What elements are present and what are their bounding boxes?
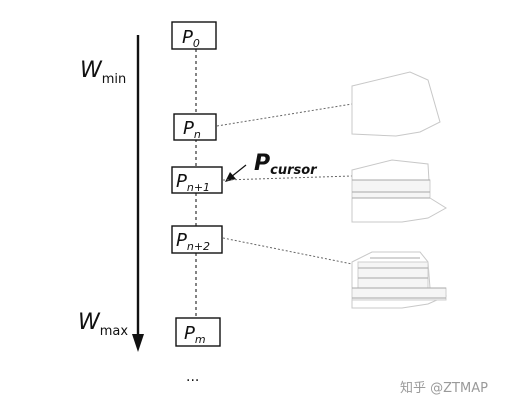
axis-label-top-sub: min bbox=[102, 72, 127, 87]
cursor-arrowhead bbox=[225, 172, 236, 182]
weight-axis bbox=[132, 35, 144, 352]
node-pn1-sub: n+1 bbox=[187, 181, 210, 194]
node-pn: Pn bbox=[173, 113, 217, 141]
node-pn-box bbox=[173, 113, 217, 141]
axis-label-bottom-base: W bbox=[78, 310, 101, 335]
node-pn2-label: Pn+2 bbox=[176, 230, 210, 253]
node-pn1: Pn+1 bbox=[171, 166, 223, 194]
node-pm-base: P bbox=[184, 323, 195, 344]
node-pn2: Pn+2 bbox=[171, 225, 223, 254]
node-pn1-label: Pn+1 bbox=[176, 171, 210, 194]
node-pn2-base: P bbox=[176, 230, 187, 251]
leader-pn bbox=[216, 103, 353, 127]
node-pn-base: P bbox=[183, 118, 194, 139]
cursor-label-base: P bbox=[254, 151, 270, 176]
cursor-arrow-line bbox=[230, 164, 247, 178]
cursor-pointer: Pcursor bbox=[225, 151, 318, 182]
axis-label-top-base: W bbox=[80, 58, 103, 83]
axis-label-bottom-sub: max bbox=[100, 324, 129, 339]
leader-pn2 bbox=[222, 237, 353, 265]
geometry-pn2-fill-top bbox=[357, 261, 429, 289]
geometry-thumbnail-pn bbox=[351, 71, 441, 137]
node-pn2-sub: n+2 bbox=[187, 240, 210, 253]
node-p0-box bbox=[171, 21, 217, 50]
node-pm-label: Pm bbox=[184, 323, 206, 346]
node-p0-label: P0 bbox=[182, 27, 200, 50]
node-pm-box bbox=[175, 317, 221, 347]
cursor-label-sub: cursor bbox=[270, 163, 318, 178]
ellipsis: ... bbox=[186, 369, 199, 385]
leader-pn1 bbox=[222, 175, 353, 181]
geometry-thumbnail-pn2 bbox=[351, 251, 448, 309]
node-pn2-box bbox=[171, 225, 223, 254]
node-p0-base: P bbox=[182, 27, 193, 48]
node-pm-sub: m bbox=[195, 333, 206, 346]
node-pn1-base: P bbox=[176, 171, 187, 192]
geometry-thumbnail-pn1 bbox=[351, 159, 447, 223]
node-pn1-box bbox=[171, 166, 223, 194]
weight-axis-arrowhead bbox=[132, 334, 144, 352]
geometry-pn1-outline bbox=[351, 159, 447, 223]
geometry-pn1-fill bbox=[351, 179, 431, 199]
axis-label-top: Wmin bbox=[80, 58, 126, 87]
watermark: 知乎 @ZTMAP bbox=[400, 380, 488, 396]
node-pn-sub: n bbox=[194, 128, 201, 141]
node-p0: P0 bbox=[171, 21, 217, 50]
node-p0-sub: 0 bbox=[193, 37, 200, 50]
geometry-pn-outline bbox=[351, 71, 441, 137]
axis-label-bottom: Wmax bbox=[78, 310, 128, 339]
node-pm: Pm bbox=[175, 317, 221, 347]
cursor-label: Pcursor bbox=[254, 151, 318, 178]
node-pn-label: Pn bbox=[183, 118, 201, 141]
